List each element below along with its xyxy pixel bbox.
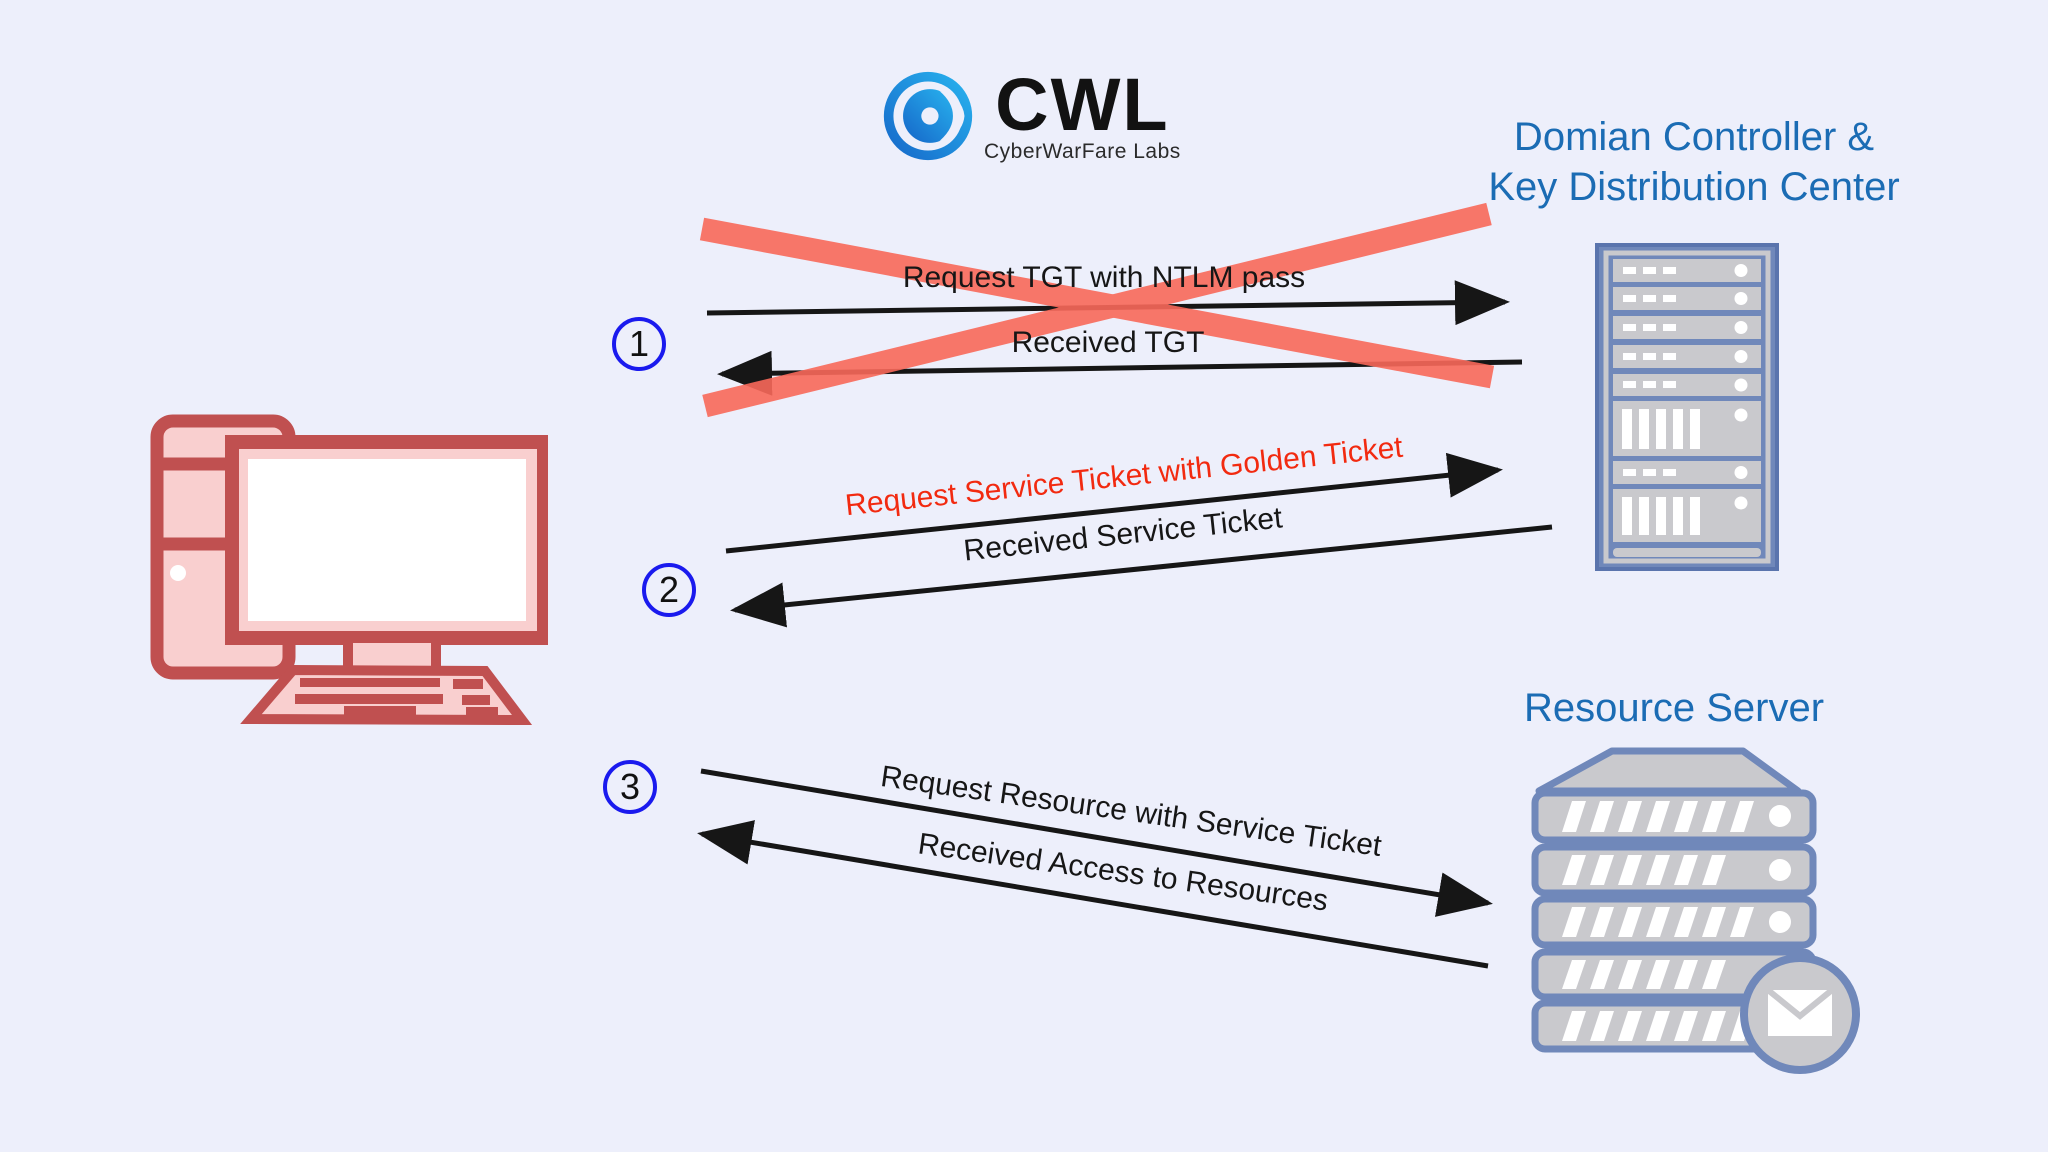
arrow-received-access bbox=[697, 820, 1489, 969]
rack-units bbox=[1613, 259, 1761, 557]
domain-controller-title: Domian Controller & Key Distribution Cen… bbox=[1488, 112, 1899, 212]
mail-badge-icon bbox=[1740, 954, 1860, 1074]
dc-title-line1: Domian Controller & bbox=[1513, 115, 1875, 159]
cwl-logo-icon bbox=[883, 71, 973, 161]
step-circle-3: 3 bbox=[603, 760, 657, 814]
label-received-tgt: Received TGT bbox=[1011, 326, 1205, 359]
label-request-tgt: Request TGT with NTLM pass bbox=[902, 261, 1306, 294]
cwl-logo: CWL CyberWarFare Labs bbox=[880, 66, 1181, 166]
arrow-request-service-ticket bbox=[725, 452, 1503, 554]
server-slabs bbox=[1531, 789, 1817, 1053]
arrow-request-resource bbox=[700, 768, 1493, 917]
resource-server-icon bbox=[1531, 747, 1860, 1074]
logo-wordmark: CWL bbox=[995, 63, 1170, 146]
dc-title-line2: Key Distribution Center bbox=[1488, 165, 1900, 209]
tower-power-light bbox=[170, 565, 186, 581]
logo-subtitle: CyberWarFare Labs bbox=[984, 140, 1181, 163]
resource-server-title: Resource Server bbox=[1523, 686, 1825, 730]
arrow-received-service-ticket bbox=[730, 524, 1553, 628]
step-circle-2: 2 bbox=[642, 563, 696, 617]
client-computer-icon bbox=[150, 414, 548, 726]
crossed-out-x-icon bbox=[699, 202, 1495, 418]
step-circle-1: 1 bbox=[612, 317, 666, 371]
monitor-screen bbox=[248, 459, 526, 621]
domain-controller-server-icon bbox=[1595, 243, 1779, 571]
computer-keyboard bbox=[240, 664, 533, 726]
